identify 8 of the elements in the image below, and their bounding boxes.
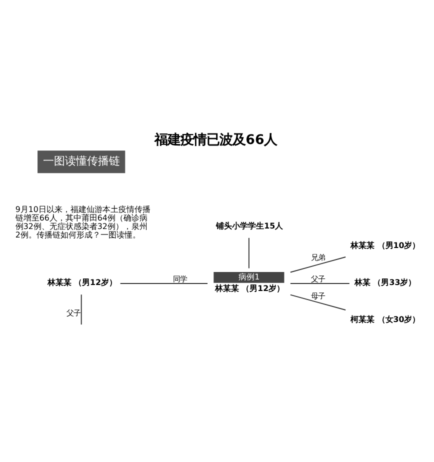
connector: [120, 282, 208, 284]
connector: [290, 256, 346, 272]
connector: [290, 282, 350, 284]
diagram-title: 福建疫情已波及66人: [154, 132, 278, 148]
connector: [248, 236, 250, 268]
connector: [80, 294, 82, 325]
connector: [290, 294, 346, 310]
label: 一图读懂传播链: [42, 154, 120, 168]
